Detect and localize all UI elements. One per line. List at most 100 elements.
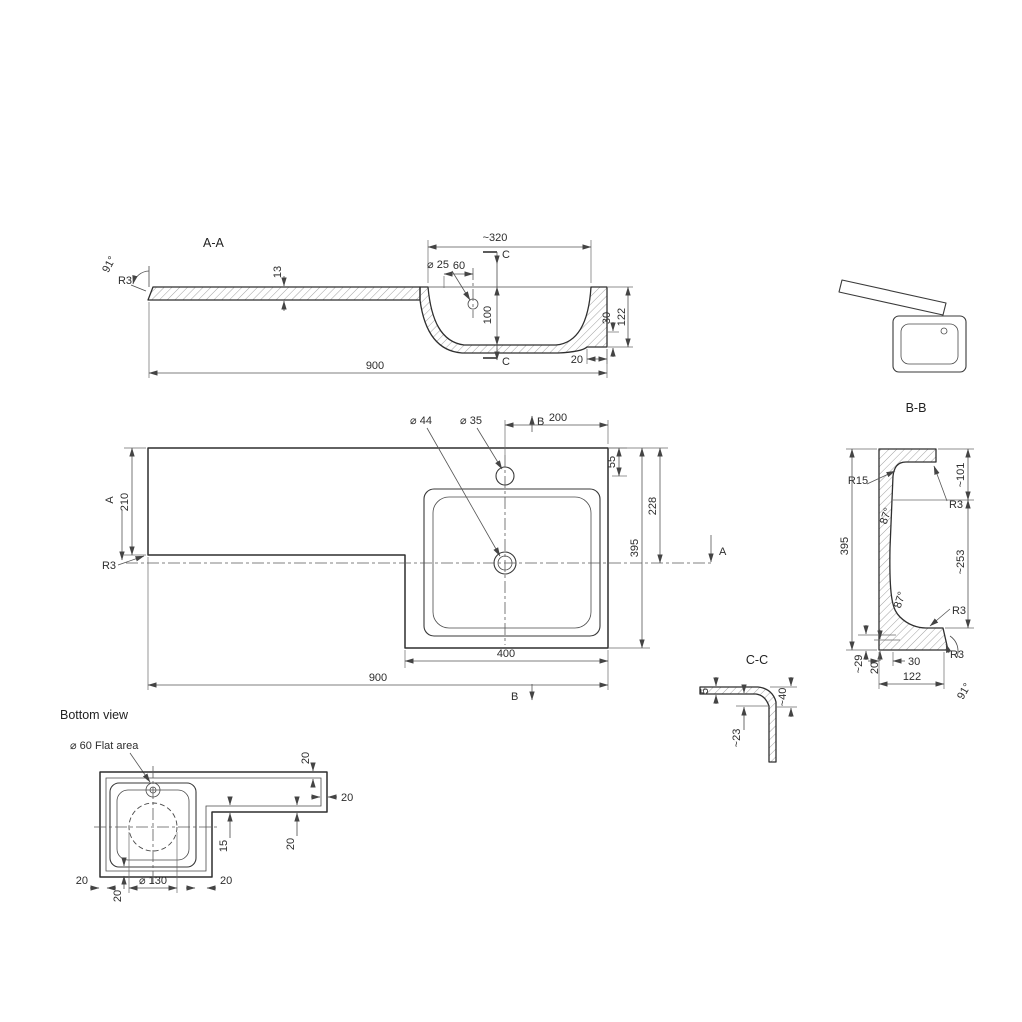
bottom-outline <box>99 771 328 878</box>
bottom-dim-inset-step: 20 <box>186 875 232 891</box>
aa-tap-offset-label: 60 <box>453 260 465 272</box>
cc-profile <box>699 686 777 763</box>
pictogram-basin-outer <box>892 315 967 373</box>
plan-drain-to-top-label: 228 <box>647 497 659 515</box>
bottom-dim-inset-bottom: 20 <box>112 857 127 902</box>
aa-left-edge-annotation: 91° R3 <box>100 254 150 292</box>
bottom-dim-inset-right: 20 <box>311 792 353 804</box>
bb-radius-mid-label: R3 <box>952 605 966 617</box>
bottom-inset-right-label: 20 <box>341 792 353 804</box>
plan-cut-a-right: A <box>708 535 727 563</box>
plan-basin-section-label: 400 <box>497 648 515 660</box>
bottom-inner-rib <box>105 777 322 872</box>
aa-tap-hole-circle <box>467 298 479 310</box>
section-aa-title: A-A <box>203 236 225 250</box>
cc-dim-thickness: 5 <box>699 677 719 704</box>
bottom-view: Bottom view ⌀ 60 Flat area 20 20 20 <box>60 708 353 902</box>
plan-left-depth-label: 210 <box>119 493 131 511</box>
bottom-inset-left-label: 20 <box>76 875 88 887</box>
bottom-dim-inset-strip: 20 <box>285 796 300 850</box>
bb-dim-edge-angle: 91° <box>949 635 974 702</box>
plan-outline <box>147 447 609 649</box>
aa-edge-lip-label: 30 <box>601 312 613 324</box>
plan-dim-basin-section: 400 <box>404 648 609 690</box>
bb-dim-bowl-opening: ~253 <box>945 499 974 629</box>
aa-overall-label: 900 <box>366 360 384 372</box>
bottom-drain-recess-label: ⌀ 130 <box>139 875 167 887</box>
bb-offset-20-label: 20 <box>869 662 881 674</box>
bb-dim-overall-depth: 395 <box>839 448 877 651</box>
bb-dim-offset-20: 20 <box>869 630 900 674</box>
plan-right-depth-label: 395 <box>629 539 641 557</box>
plan-dim-tap-dia: ⌀ 35 <box>460 415 503 470</box>
plan-cut-a-right-label: A <box>719 546 727 558</box>
product-pictogram: B-B <box>838 279 967 415</box>
bb-profile <box>878 448 949 651</box>
bb-draft-bottom-label: 87° <box>892 590 909 610</box>
bb-dim-rim-to-bowl: ~101 <box>893 448 974 501</box>
plan-tap-to-top-label: 55 <box>606 456 618 468</box>
aa-cut-c-bottom-label: C <box>502 356 510 368</box>
aa-thickness-label: 13 <box>272 266 284 278</box>
bottom-drain-recess-circle <box>128 802 178 852</box>
bb-draft-top-label: 87° <box>878 506 895 526</box>
bottom-flat-area-callout: ⌀ 60 Flat area <box>70 740 151 783</box>
plan-tap-to-edge-label: 200 <box>549 412 567 424</box>
aa-bowl-depth-label: 100 <box>482 306 494 324</box>
plan-dim-corner-radius: R3 <box>102 555 145 572</box>
plan-dim-tap-to-edge: 200 <box>504 412 609 455</box>
bottom-inset-top-label: 20 <box>300 752 312 764</box>
plan-cut-b-bottom: B <box>511 684 535 703</box>
bottom-dim-inset-top: 20 <box>300 752 316 788</box>
plan-basin-outer-rim <box>423 488 601 637</box>
aa-cut-c-bottom: C <box>483 348 510 368</box>
plan-dim-drain-to-top: 228 <box>608 447 668 564</box>
aa-dim-overall: 900 <box>148 302 608 378</box>
aa-cut-c-top: C <box>483 249 510 265</box>
bb-radius-bottom-label: R3 <box>950 649 964 661</box>
bb-dim-radius-top: R3 <box>933 465 963 511</box>
bb-dim-wall-30: 30 <box>868 652 920 668</box>
aa-tap-hole <box>467 268 479 318</box>
section-cc-title: C-C <box>746 653 768 667</box>
bb-dim-radius-mid: R3 <box>929 605 966 627</box>
bottom-view-title: Bottom view <box>60 708 129 722</box>
bb-overall-depth-label: 395 <box>839 537 851 555</box>
plan-dim-drain-dia: ⌀ 44 <box>410 415 501 557</box>
cc-dim-depth: ~40 <box>770 677 797 717</box>
plan-dim-left-depth: 210 <box>119 447 146 556</box>
plan-cut-b-top: B <box>529 415 544 432</box>
bottom-inset-step-label: 20 <box>220 875 232 887</box>
plan-cut-a-left-label: A <box>104 496 116 504</box>
bottom-inset-strip-label: 20 <box>285 838 297 850</box>
bb-bowl-radius-label: R15 <box>848 475 868 487</box>
cc-offset-label: ~23 <box>731 729 743 748</box>
section-bb-title: B-B <box>906 401 927 415</box>
cc-depth-label: ~40 <box>777 688 789 707</box>
aa-cut-c-top-label: C <box>502 249 510 261</box>
bb-edge-angle-label: 91° <box>955 681 974 701</box>
plan-overall-label: 900 <box>369 672 387 684</box>
bb-dim-offset-29: ~29 <box>853 625 896 673</box>
bb-radius-top-label: R3 <box>949 499 963 511</box>
plan-basin-inner-rim <box>432 496 592 629</box>
bottom-rib-offset-label: 15 <box>218 840 230 852</box>
bottom-dim-rib-offset: 15 <box>218 796 233 852</box>
aa-tap-dia-label: ⌀ 25 <box>427 259 449 271</box>
pictogram-basin-inner <box>900 323 959 365</box>
pictogram-tap-hole <box>940 327 948 335</box>
bottom-dim-drain-recess: ⌀ 130 <box>128 832 178 893</box>
aa-dim-edge-lip: 30 <box>601 312 619 357</box>
cc-thickness-label: 5 <box>699 688 711 694</box>
plan-drain-dia-label: ⌀ 44 <box>410 415 432 427</box>
aa-dim-tap-offset: 60 <box>443 260 474 288</box>
aa-rim-width-label: ~320 <box>483 232 508 244</box>
bottom-dim-inset-left: 20 <box>76 875 116 891</box>
aa-total-height-label: 122 <box>616 308 628 326</box>
plan-tap-dia-label: ⌀ 35 <box>460 415 482 427</box>
plan-dim-right-depth: 395 <box>608 447 650 649</box>
bottom-flat-area-circle <box>145 782 161 798</box>
aa-bowl-profile <box>419 286 608 354</box>
